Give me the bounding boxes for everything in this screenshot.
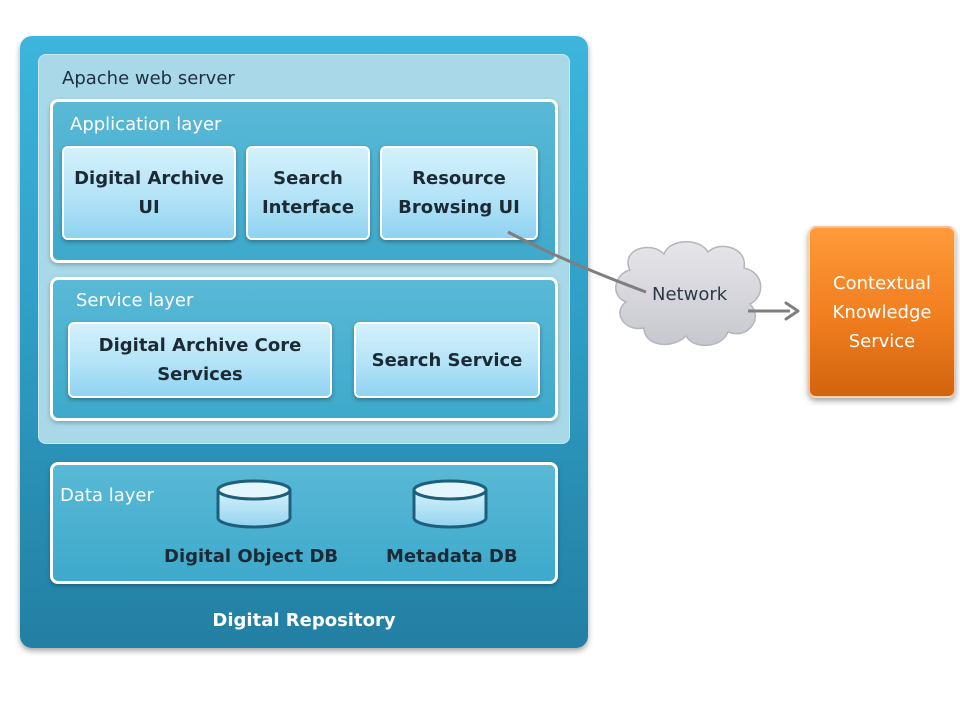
- arrowhead-icon: [784, 301, 800, 321]
- network-label: Network: [652, 284, 728, 305]
- digital-repository-label: Digital Repository: [212, 610, 396, 631]
- metadata-db-label: Metadata DB: [386, 546, 518, 567]
- contextual-knowledge-service-box: Contextual Knowledge Service: [808, 226, 956, 398]
- service-layer-label: Service layer: [76, 290, 194, 311]
- resource-browsing-ui-box: Resource Browsing UI: [380, 146, 538, 240]
- contextual-knowledge-service-label: Contextual Knowledge Service: [832, 272, 932, 352]
- search-service-box: Search Service: [354, 322, 540, 398]
- apache-web-server-label: Apache web server: [62, 68, 235, 89]
- search-interface-box: Search Interface: [246, 146, 370, 240]
- digital-object-db-label: Digital Object DB: [164, 546, 339, 567]
- digital-archive-core-services-box: Digital Archive Core Services: [68, 322, 332, 398]
- application-layer-label: Application layer: [70, 114, 222, 135]
- digital-object-db-icon: [216, 479, 292, 529]
- metadata-db-icon: [412, 479, 488, 529]
- digital-archive-ui-box: Digital Archive UI: [62, 146, 236, 240]
- data-layer-label: Data layer: [60, 485, 154, 506]
